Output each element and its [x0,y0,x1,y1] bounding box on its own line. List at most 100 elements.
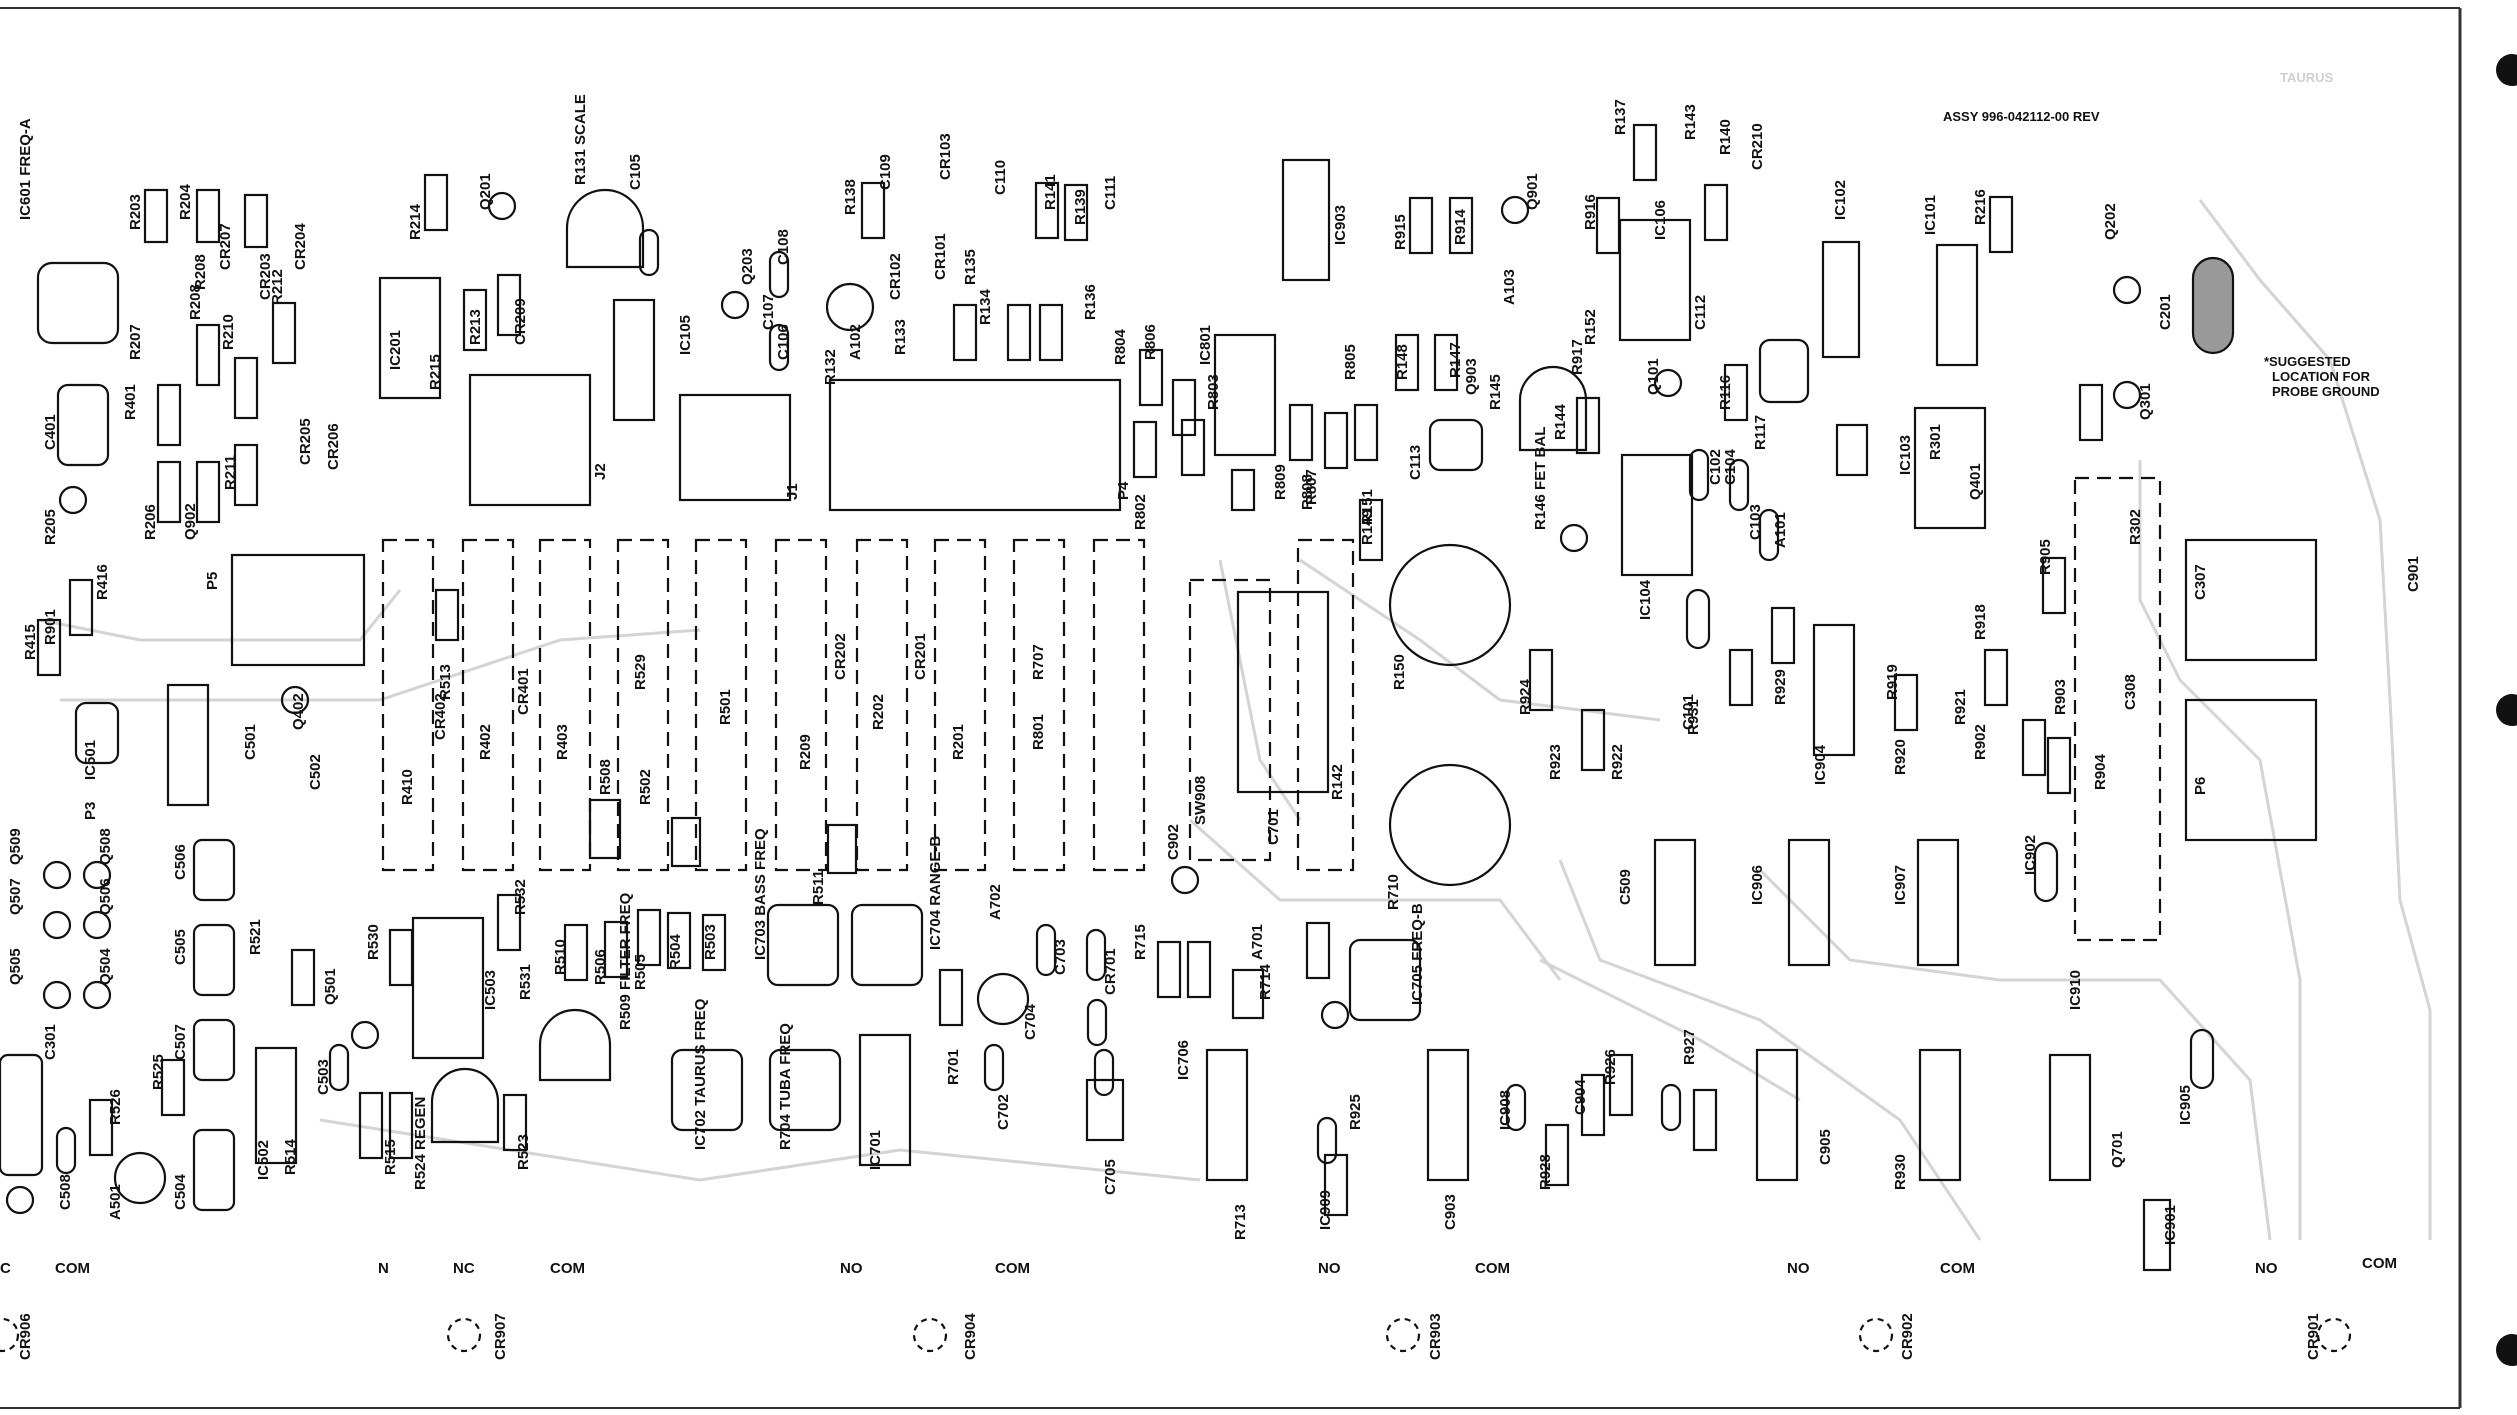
upper-component-label: R212 [269,269,286,305]
middle-component-label: CR201 [912,633,929,680]
assy-number: ASSY 996-042112-00 REV [1943,109,2100,124]
probe-note-1: *SUGGESTED [2264,354,2351,369]
upper-component-label: Q202 [2102,203,2119,240]
upper-component-label: R134 [977,288,994,325]
middle-component-label: C509 [1617,869,1634,905]
lower-component-label: C704 [1022,1003,1039,1040]
lower-component-label: C901 [2405,556,2422,592]
bottom-terminal-label: C [0,1260,11,1277]
relay-label: CR903 [1427,1313,1444,1360]
lower-component-label: Q508 [97,828,114,865]
upper-component-label: CR204 [292,223,309,270]
middle-component-label: R902 [1972,724,1989,760]
lower-component-label: IC502 [255,1140,272,1180]
lower-component-label: R515 [382,1139,399,1175]
middle-component-label: R904 [2092,753,2109,790]
middle-component-label: IC902 [2022,835,2039,875]
upper-component-label: IC102 [1832,180,1849,220]
upper-component-label: C104 [1722,448,1739,485]
lower-component-label: R514 [282,1138,299,1175]
upper-component-label: R135 [962,249,979,285]
lower-component-label: IC706 [1175,1040,1192,1080]
lower-component-label: R532 [512,879,529,915]
upper-component-label: C109 [877,154,894,190]
lower-component-label: R531 [517,964,534,1000]
upper-component-label: Q201 [477,173,494,210]
relay-label: CR906 [17,1313,34,1360]
lower-component-label: R506 [592,949,609,985]
lower-component-label: Q509 [7,828,24,865]
lower-component-label: R523 [515,1134,532,1170]
pcb-traces [39,199,2432,1241]
lower-component-label: CR701 [1102,948,1119,995]
upper-component-label: R214 [407,203,424,240]
lower-component-label: R510 [552,939,569,975]
lower-component-label: IC908 [1497,1090,1514,1130]
middle-component-label: R905 [2037,539,2054,575]
upper-component-label: IC801 [1197,325,1214,365]
upper-component-label: CR206 [325,423,342,470]
middle-component-label: R502 [637,769,654,805]
lower-component-label: IC703 BASS FREQ [752,828,769,960]
bottom-terminal-label: NO [1318,1260,1341,1277]
lower-component-label: R930 [1892,1154,1909,1190]
upper-component-label: A101 [1772,512,1789,548]
middle-component-label: CR202 [832,633,849,680]
upper-component-label: J1 [784,483,801,500]
lower-component-label: IC705 FREQ-B [1409,903,1426,1005]
upper-component-label: R144 [1552,403,1569,440]
middle-component-label: R929 [1772,669,1789,705]
middle-component-label: C307 [2192,564,2209,600]
upper-component-label: R401 [122,384,139,420]
lower-component-label: IC910 [2067,970,2084,1010]
middle-component-label: P3 [82,802,99,820]
middle-component-label: R416 [94,564,111,600]
lower-component-label: R713 [1232,1204,1249,1240]
middle-component-label: IC907 [1892,865,1909,905]
lower-component-label: R926 [1602,1049,1619,1085]
upper-component-label: R808 [1299,474,1316,510]
upper-component-label: R137 [1612,99,1629,135]
upper-component-label: R805 [1342,344,1359,380]
middle-component-label: C308 [2122,674,2139,710]
middle-component-label: R209 [797,734,814,770]
upper-component-label: A103 [1501,269,1518,305]
middle-component-label: CR402 [432,693,449,740]
upper-component-label: C112 [1692,295,1709,330]
middle-component-label: R501 [717,689,734,725]
upper-component-label: R210 [220,314,237,350]
lower-component-label: Q504 [97,948,114,985]
lower-component-label: R704 TUBA FREQ [777,1023,794,1150]
upper-component-label: R146 FET BAL [1532,427,1549,530]
lower-component-label: IC905 [2177,1085,2194,1125]
upper-component-label: IC201 [387,330,404,370]
upper-component-label: Q902 [182,503,199,540]
upper-component-label: C401 [42,414,59,450]
bottom-terminal-label: COM [2362,1255,2397,1272]
bottom-terminal-label: COM [1940,1260,1975,1277]
lower-component-label: C904 [1572,1078,1589,1115]
middle-component-label: C501 [242,724,259,760]
relay-label: CR901 [2305,1313,2322,1360]
upper-component-label: CR203 [257,253,274,300]
upper-component-label: R807 [1303,469,1320,505]
upper-component-label: CR101 [932,233,949,280]
middle-component-label: Q701 [2109,1131,2126,1168]
middle-component-label: Q402 [290,693,307,730]
middle-component-label: R921 [1952,689,1969,725]
middle-component-label: IC104 [1637,579,1654,620]
middle-component-label: R402 [477,724,494,760]
upper-component-label: IC601 FREQ-A [17,118,34,220]
upper-component-label: IC105 [677,315,694,355]
lower-component-label: R925 [1347,1094,1364,1130]
lower-component-label: R526 [107,1089,124,1125]
bottom-terminal-label: COM [55,1260,90,1277]
lower-component-label: C508 [57,1174,74,1210]
upper-component-label: CR210 [1749,123,1766,170]
middle-component-label: SW908 [1192,776,1209,825]
upper-component-label: R915 [1392,214,1409,250]
middle-component-label: IC906 [1749,865,1766,905]
upper-component-label: R140 [1717,119,1734,155]
upper-component-label: A102 [847,324,864,360]
